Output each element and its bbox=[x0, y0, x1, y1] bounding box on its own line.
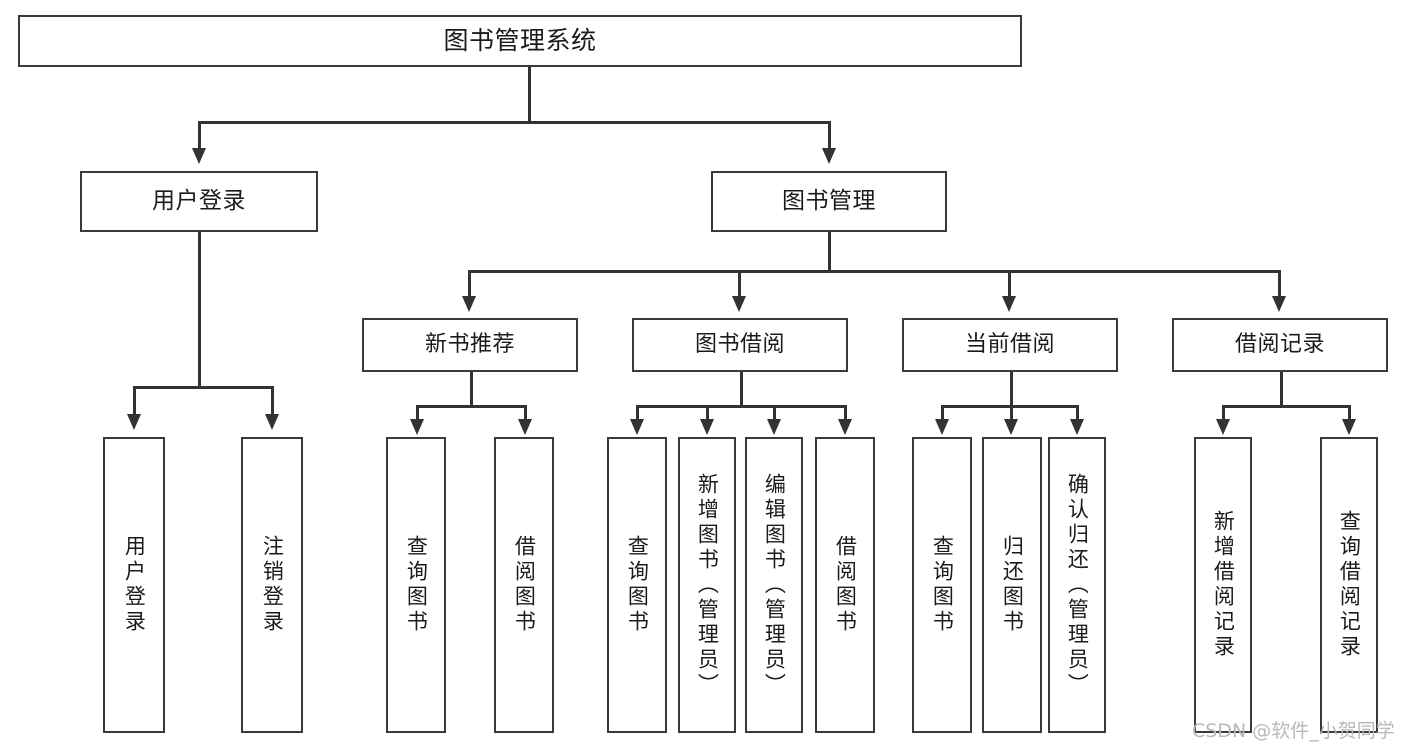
connector-borrow-to-leaf4 bbox=[844, 405, 847, 419]
connector-bookmgmt-to-l3-4 bbox=[1278, 270, 1281, 296]
leaf-record-query-borrow-record[interactable]: 查询借阅记录 bbox=[1320, 437, 1378, 733]
arrow-borrow-leaf4-icon bbox=[838, 419, 852, 435]
connector-recommend-to-leaf1 bbox=[416, 405, 419, 419]
connector-recommend-drop bbox=[470, 372, 473, 405]
connector-root-bus bbox=[198, 121, 830, 124]
leaf-current-confirm-return-admin[interactable]: 确认归还（管理员） bbox=[1048, 437, 1106, 733]
connector-borrow-bus bbox=[636, 405, 846, 408]
connector-login-bus bbox=[133, 386, 272, 389]
leaf-logout[interactable]: 注销登录 bbox=[241, 437, 303, 733]
connector-login-drop bbox=[198, 232, 201, 386]
arrow-current-leaf2-icon bbox=[1004, 419, 1018, 435]
node-user-login[interactable]: 用户登录 bbox=[80, 171, 318, 232]
arrow-root-to-bookmgmt-icon bbox=[822, 148, 836, 164]
connector-bookmgmt-to-l3-2 bbox=[738, 270, 741, 296]
arrow-bookmgmt-l3-4-icon bbox=[1272, 296, 1286, 312]
node-new-book-recommend[interactable]: 新书推荐 bbox=[362, 318, 578, 372]
connector-current-bus bbox=[941, 405, 1078, 408]
leaf-borrow-borrow-book[interactable]: 借阅图书 bbox=[815, 437, 875, 733]
connector-borrow-to-leaf3 bbox=[773, 405, 776, 419]
connector-recommend-to-leaf2 bbox=[524, 405, 527, 419]
leaf-recommend-query-book[interactable]: 查询图书 bbox=[386, 437, 446, 733]
connector-record-drop bbox=[1280, 372, 1283, 405]
arrow-borrow-leaf1-icon bbox=[630, 419, 644, 435]
node-borrow-record[interactable]: 借阅记录 bbox=[1172, 318, 1388, 372]
connector-root-drop bbox=[528, 67, 531, 121]
connector-borrow-to-leaf2 bbox=[706, 405, 709, 419]
leaf-record-add-borrow-record[interactable]: 新增借阅记录 bbox=[1194, 437, 1252, 733]
connector-record-to-leaf1 bbox=[1222, 405, 1225, 419]
connector-record-to-leaf2 bbox=[1348, 405, 1351, 419]
arrow-bookmgmt-l3-1-icon bbox=[462, 296, 476, 312]
node-root-system[interactable]: 图书管理系统 bbox=[18, 15, 1022, 67]
arrow-record-leaf2-icon bbox=[1342, 419, 1356, 435]
connector-root-to-bookmgmt bbox=[828, 121, 831, 148]
arrow-recommend-leaf2-icon bbox=[518, 419, 532, 435]
arrow-login-leaf1-icon bbox=[127, 414, 141, 430]
connector-current-to-leaf3 bbox=[1076, 405, 1079, 419]
connector-current-to-leaf2 bbox=[1010, 405, 1013, 419]
connector-bookmgmt-to-l3-3 bbox=[1008, 270, 1011, 296]
connector-login-to-leaf2 bbox=[271, 386, 274, 414]
node-book-borrow[interactable]: 图书借阅 bbox=[632, 318, 848, 372]
connector-bookmgmt-drop bbox=[828, 232, 831, 270]
csdn-watermark: CSDN @软件_小贺同学 bbox=[1192, 720, 1395, 742]
leaf-borrow-query-book[interactable]: 查询图书 bbox=[607, 437, 667, 733]
connector-recommend-bus bbox=[416, 405, 526, 408]
arrow-current-leaf1-icon bbox=[935, 419, 949, 435]
leaf-recommend-borrow-book[interactable]: 借阅图书 bbox=[494, 437, 554, 733]
leaf-borrow-edit-book-admin[interactable]: 编辑图书（管理员） bbox=[745, 437, 803, 733]
connector-record-bus bbox=[1222, 405, 1350, 408]
node-current-borrow[interactable]: 当前借阅 bbox=[902, 318, 1118, 372]
arrow-recommend-leaf1-icon bbox=[410, 419, 424, 435]
leaf-current-return-book[interactable]: 归还图书 bbox=[982, 437, 1042, 733]
arrow-record-leaf1-icon bbox=[1216, 419, 1230, 435]
node-book-management[interactable]: 图书管理 bbox=[711, 171, 947, 232]
arrow-bookmgmt-l3-3-icon bbox=[1002, 296, 1016, 312]
arrow-borrow-leaf2-icon bbox=[700, 419, 714, 435]
leaf-user-login[interactable]: 用户登录 bbox=[103, 437, 165, 733]
arrow-login-leaf2-icon bbox=[265, 414, 279, 430]
connector-bookmgmt-to-l3-1 bbox=[468, 270, 471, 296]
connector-bookmgmt-bus bbox=[468, 270, 1280, 273]
connector-root-to-login bbox=[198, 121, 201, 148]
leaf-current-query-book[interactable]: 查询图书 bbox=[912, 437, 972, 733]
connector-login-to-leaf1 bbox=[133, 386, 136, 414]
arrow-bookmgmt-l3-2-icon bbox=[732, 296, 746, 312]
connector-current-drop bbox=[1010, 372, 1013, 405]
connector-borrow-to-leaf1 bbox=[636, 405, 639, 419]
arrow-borrow-leaf3-icon bbox=[767, 419, 781, 435]
connector-borrow-drop bbox=[740, 372, 743, 405]
arrow-root-to-login-icon bbox=[192, 148, 206, 164]
connector-current-to-leaf1 bbox=[941, 405, 944, 419]
arrow-current-leaf3-icon bbox=[1070, 419, 1084, 435]
leaf-borrow-add-book-admin[interactable]: 新增图书（管理员） bbox=[678, 437, 736, 733]
